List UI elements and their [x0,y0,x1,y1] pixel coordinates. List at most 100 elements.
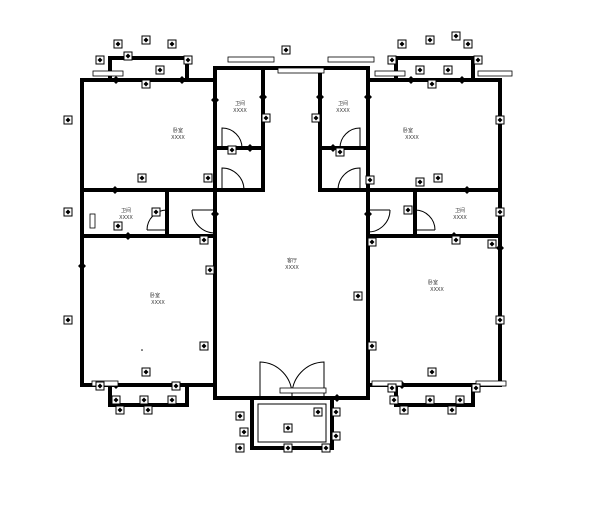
fixture-tag-mark [465,41,471,47]
window-strip [92,70,124,77]
room-label: 客厅 [287,257,297,264]
node [111,186,119,194]
door-swing [221,127,243,149]
fixture-tag-mark [427,397,433,403]
fixture-tag-mark [97,383,103,389]
fixture-tag-mark [435,175,441,181]
fixture-tag-mark [389,57,395,63]
fixture-tag-mark [283,47,289,53]
room-code: XXXX [285,265,299,271]
room-label: 卧室 [428,279,438,286]
room-label: 卫间 [121,207,131,214]
door-swing [414,209,436,231]
room-code: XXXX [405,135,419,141]
fixture-tag-mark [113,397,119,403]
node [78,262,86,270]
door-swing [337,167,361,191]
window-strip [227,56,275,63]
fixture-tag-mark [453,237,459,243]
window-strip [374,70,406,77]
fixture-tag-mark [449,407,455,413]
fixture-tag-mark [389,385,395,391]
window-strip [477,70,513,77]
window-strip [277,67,325,74]
fixture-tag-mark [169,41,175,47]
node [458,76,466,84]
fixture-tag-mark [369,239,375,245]
fixture-tag-mark [143,369,149,375]
fixture-tag-mark [115,223,121,229]
fixture-tag-mark [445,67,451,73]
fixture-tag-mark [157,67,163,73]
window-strips [89,56,513,394]
fixture-tag-mark [391,397,397,403]
fixture-tag-mark [475,57,481,63]
fixture-tag-mark [497,117,503,123]
fixture-tag-mark [355,293,361,299]
node [211,96,219,104]
room-code: XXXX [233,108,247,114]
node [364,93,372,101]
node [333,394,341,402]
room-label: 卧室 [173,127,183,134]
fixture-tag-mark [169,397,175,403]
node [211,210,219,218]
fixture-tag-mark [237,445,243,451]
fixture-tag-mark [497,209,503,215]
fixture-tag-mark [401,407,407,413]
fixture-tag-mark [313,115,319,121]
fixture-tag-mark [65,317,71,323]
fixture-tag-mark [65,117,71,123]
room-code: XXXX [336,108,350,114]
fixture-tag-mark [173,383,179,389]
fixture-tags [63,31,505,453]
fixture-tag-mark [489,241,495,247]
fixture-tag-mark [337,149,343,155]
door-swing [339,127,361,149]
room-label: 卫间 [455,207,465,214]
fixture-tag-mark [117,407,123,413]
window-strip [371,380,403,387]
window-strip [279,387,327,394]
fixture-tag-mark [405,207,411,213]
room-label: 卫间 [235,100,245,107]
fixture-tag-mark [315,409,321,415]
door-swing [221,167,245,191]
node [124,232,132,240]
fixture-tag-mark [65,209,71,215]
fixture-tag-mark [143,37,149,43]
fixture-tag-mark [453,33,459,39]
fixture-tag-mark [429,369,435,375]
wall-nodes [78,76,504,402]
node [407,76,415,84]
fixture-tag-mark [427,37,433,43]
fixture-tag-mark [285,445,291,451]
fixture-tag-mark [399,41,405,47]
fixture-tag-mark [125,53,131,59]
node [496,244,504,252]
fixture-tag-mark [141,397,147,403]
node [246,144,254,152]
room-label: 卧室 [150,292,160,299]
room-code: XXXX [151,300,165,306]
fixture-tag-mark [145,407,151,413]
node [259,93,267,101]
fixture-tag-mark [139,175,145,181]
fixture-tag-mark [333,409,339,415]
fixture-tag-mark [153,209,159,215]
fixture-tag-mark [241,429,247,435]
fixture-tag-mark [201,343,207,349]
room-label: 卫间 [338,100,348,107]
fixture-tag-mark [115,41,121,47]
window-strip [91,380,119,387]
fixture-tag-mark [237,413,243,419]
fixture-tag-mark [369,343,375,349]
fixture-tag-mark [185,57,191,63]
fixture-tag-mark [201,237,207,243]
room-code: XXXX [171,135,185,141]
fixture-tag-mark [229,147,235,153]
fixture-tag-mark [417,67,423,73]
room-label: 卧室 [403,127,413,134]
fixture-tag-mark [497,317,503,323]
node [178,76,186,84]
